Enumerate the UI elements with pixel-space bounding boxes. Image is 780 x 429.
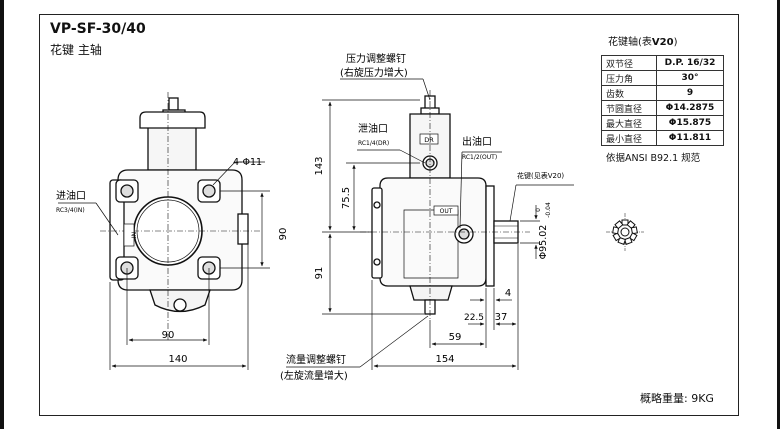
pressure-screw-note: (右旋压力增大) xyxy=(340,66,408,79)
dim-75-5: 75.5 xyxy=(341,187,352,209)
spline-row-key: 最小直径 xyxy=(601,130,657,146)
dim-4: 4 xyxy=(505,288,511,299)
dim-shaft-tol-upper: 0 xyxy=(535,208,542,212)
dim-143: 143 xyxy=(314,156,325,175)
spline-title-end: ) xyxy=(673,37,678,48)
stamp-in: IN xyxy=(131,232,138,238)
spline-title-bold: V20 xyxy=(651,37,674,48)
spline-gear-icon xyxy=(606,213,644,251)
dim-59: 59 xyxy=(449,332,462,343)
stamp-out: OUT xyxy=(440,208,453,215)
side-view xyxy=(360,90,530,320)
outlet-label: 出油口 xyxy=(462,135,492,148)
spline-row-key: 节圆直径 xyxy=(601,100,657,116)
spline-row-value: 9 xyxy=(656,85,724,101)
gear-tooth xyxy=(623,236,633,245)
dim-22-5: 22.5 xyxy=(464,313,484,323)
approx-weight: 概略重量: 9KG xyxy=(640,392,714,405)
spline-row-value: Φ11.811 xyxy=(656,130,724,146)
dim-154: 154 xyxy=(435,354,454,365)
dim-37: 37 xyxy=(495,312,508,323)
gear-tooth xyxy=(626,220,636,230)
front-top-screw xyxy=(168,97,179,111)
spline-title-text: 花键轴(表 xyxy=(608,37,652,48)
gear-tooth xyxy=(630,226,638,235)
spline-row-value: 30° xyxy=(656,70,724,86)
side-main-body xyxy=(379,177,487,287)
inlet-label: 进油口 xyxy=(56,189,86,202)
left-border-bar xyxy=(0,0,4,429)
dim-shaft-diameter: Φ95.02 xyxy=(538,225,549,260)
drain-sub-label: RC1/4(DR) xyxy=(358,140,389,147)
flow-screw-label: 流量调整螺钉 xyxy=(286,353,346,366)
front-dimensions xyxy=(58,161,270,370)
gear-tooth xyxy=(614,220,624,230)
gear-tooth xyxy=(621,219,629,226)
flow-screw-note: (左旋流量增大) xyxy=(280,369,348,382)
outlet-sub-label: RC1/2(OUT) xyxy=(462,154,497,161)
holes-label: 4-Φ11 xyxy=(233,157,262,168)
dim-90-vertical: 90 xyxy=(278,228,289,241)
key-note-label: 花键(见表V20) xyxy=(517,171,564,180)
gear-tooth xyxy=(612,232,622,242)
right-border-bar xyxy=(777,0,780,429)
pressure-screw-label: 压力调整螺钉 xyxy=(346,52,406,65)
spline-row-key: 双节径 xyxy=(601,55,657,71)
dim-shaft-tol-lower: -0.04 xyxy=(545,202,552,218)
spline-row-key: 齿数 xyxy=(601,85,657,101)
front-view xyxy=(100,92,260,340)
spline-row-value: Φ15.875 xyxy=(656,115,724,131)
gear-tooth xyxy=(612,226,620,235)
dim-90-horizontal: 90 xyxy=(162,330,175,341)
spline-table-title: 花键轴(表V20) xyxy=(608,38,677,48)
spline-standard-note: 依据ANSI B92.1 规范 xyxy=(606,153,701,164)
drawing-frame xyxy=(39,14,739,416)
drawing-title: VP-SF-30/40 xyxy=(50,21,146,37)
side-dimensions xyxy=(286,78,574,370)
dim-140: 140 xyxy=(168,354,187,365)
dim-91: 91 xyxy=(314,267,325,280)
spline-row-value: Φ14.2875 xyxy=(656,100,724,116)
gear-tooth xyxy=(617,236,627,245)
gear-tooth xyxy=(628,232,638,242)
spline-row-key: 压力角 xyxy=(601,70,657,86)
drain-label: 泄油口 xyxy=(358,122,388,135)
inlet-sub-label: RC3/4(IN) xyxy=(56,207,85,214)
spline-row-value: D.P. 16/32 xyxy=(656,55,724,71)
spline-row-key: 最大直径 xyxy=(601,115,657,131)
drawing-subtitle: 花键 主轴 xyxy=(50,43,102,57)
stamp-dr: DR xyxy=(424,136,434,144)
